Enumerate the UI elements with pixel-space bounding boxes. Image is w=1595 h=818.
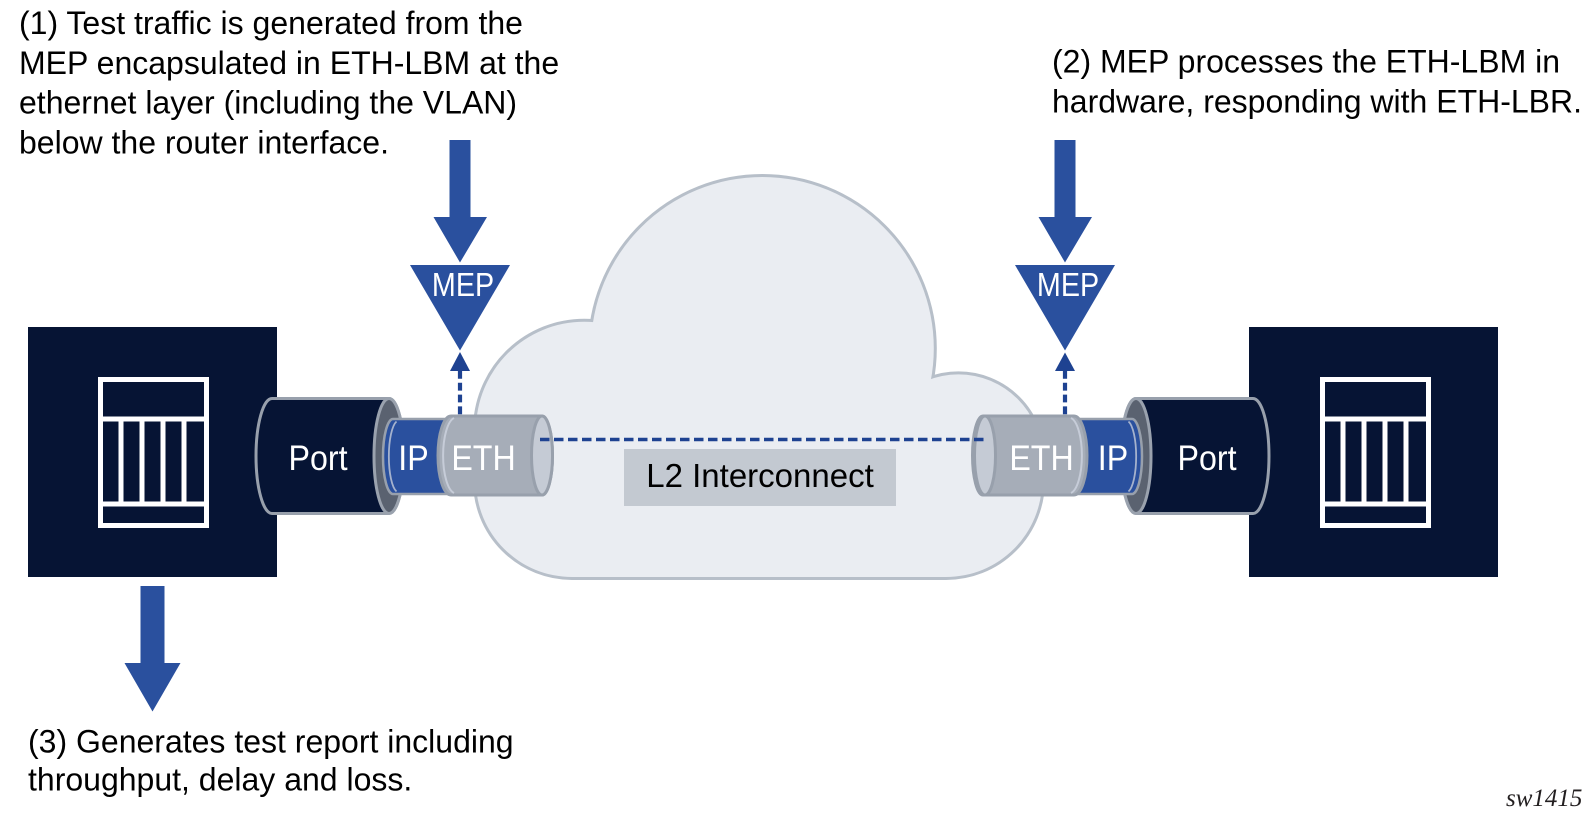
svg-text:MEP: MEP <box>1037 266 1099 303</box>
svg-text:MEP: MEP <box>432 266 494 303</box>
svg-text:throughput, delay and loss.: throughput, delay and loss. <box>28 762 412 798</box>
svg-text:ethernet layer (including the: ethernet layer (including the VLAN) <box>19 85 517 121</box>
svg-text:L2 Interconnect: L2 Interconnect <box>646 457 874 494</box>
svg-text:ETH: ETH <box>1009 440 1073 479</box>
svg-text:(1) Test traffic is generated: (1) Test traffic is generated from the <box>19 5 523 41</box>
svg-text:Port: Port <box>288 440 348 479</box>
svg-text:hardware, responding with ETH-: hardware, responding with ETH-LBR. <box>1052 84 1582 120</box>
svg-text:(3) Generates test report incl: (3) Generates test report including <box>28 724 514 760</box>
svg-text:IP: IP <box>1098 440 1128 479</box>
svg-text:MEP encapsulated in ETH-LBM at: MEP encapsulated in ETH-LBM at the <box>19 45 559 81</box>
svg-text:Port: Port <box>1177 440 1237 479</box>
svg-text:IP: IP <box>398 440 428 479</box>
svg-text:sw1415: sw1415 <box>1506 785 1582 812</box>
svg-text:below the router interface.: below the router interface. <box>19 125 389 161</box>
svg-text:(2) MEP processes the ETH-LBM: (2) MEP processes the ETH-LBM in <box>1052 44 1560 80</box>
svg-text:ETH: ETH <box>451 440 515 479</box>
